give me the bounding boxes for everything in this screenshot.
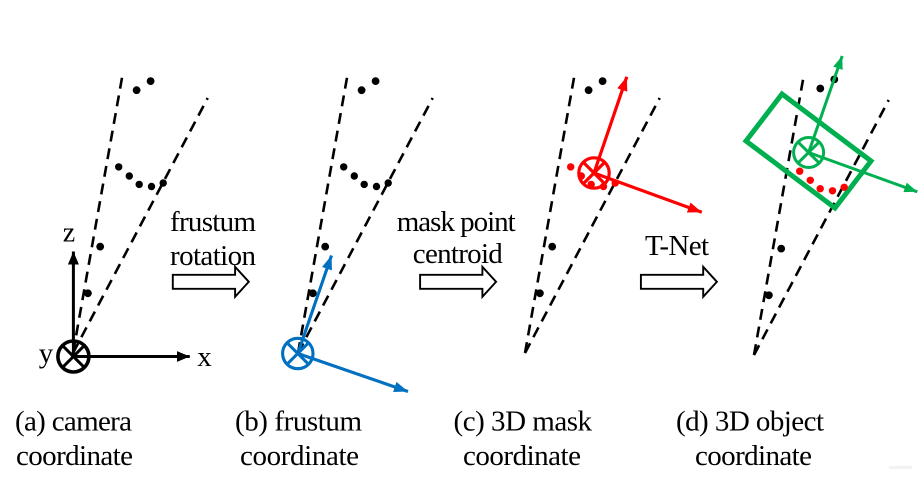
svg-text:T-Net: T-Net [645,230,709,262]
svg-text:rotation: rotation [170,240,257,272]
svg-text:frustum: frustum [170,206,256,238]
svg-text:x: x [197,341,212,373]
svg-text:centroid: centroid [413,238,504,270]
svg-text:(d) 3D object: (d) 3D object [676,406,824,438]
svg-text:(a) camera: (a) camera [15,406,132,438]
svg-text:coordinate: coordinate [16,440,133,472]
svg-text:y: y [39,338,54,370]
svg-text:coordinate: coordinate [695,440,812,472]
svg-text:coordinate: coordinate [463,440,581,472]
svg-text:coordinate: coordinate [240,440,359,472]
svg-text:(c) 3D mask: (c) 3D mask [454,406,593,438]
svg-text:(b) frustum: (b) frustum [235,406,362,438]
svg-text:mask point: mask point [397,206,516,238]
svg-text:z: z [63,218,75,249]
